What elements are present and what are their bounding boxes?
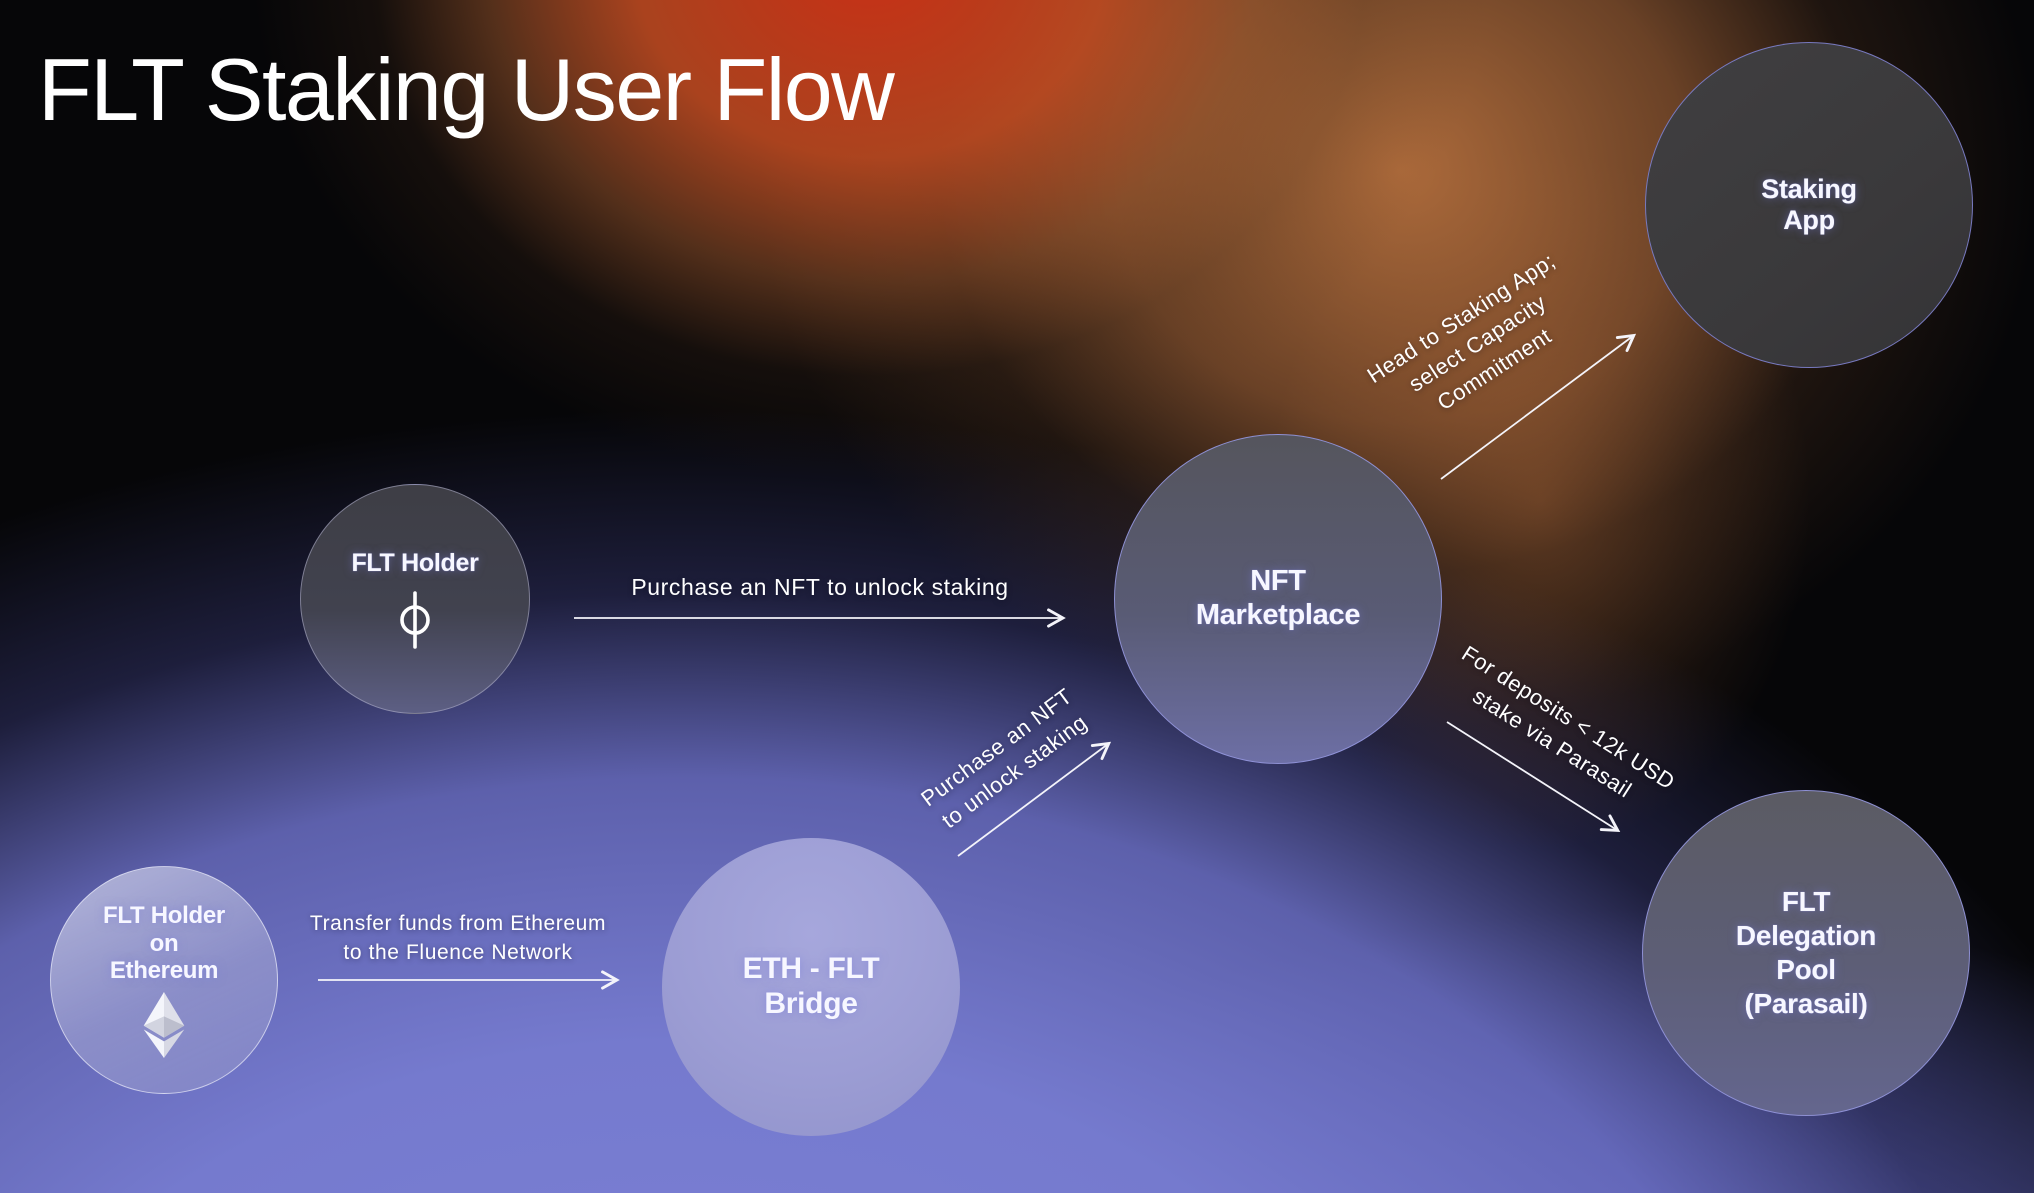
page-title: FLT Staking User Flow [38, 40, 895, 139]
node-flt-holder-label: FLT Holder [351, 549, 479, 577]
node-flt-holder-on-ethereum: FLT Holder on Ethereum [50, 866, 278, 1094]
node-flt-holder: FLT Holder [300, 484, 530, 714]
arrow-bridge-to-marketplace [957, 741, 1112, 857]
node-flt-delegation-pool-label: FLT Delegation Pool (Parasail) [1735, 885, 1877, 1020]
node-nft-marketplace: NFT Marketplace [1114, 434, 1442, 764]
edge-label-purchase-nft-horizontal: Purchase an NFT to unlock staking [631, 574, 1009, 601]
ethereum-icon [143, 992, 185, 1059]
node-flt-delegation-pool: FLT Delegation Pool (Parasail) [1642, 790, 1970, 1116]
edge-label-transfer-funds: Transfer funds from Ethereum to the Flue… [309, 912, 607, 964]
node-nft-marketplace-label: NFT Marketplace [1195, 565, 1361, 631]
node-eth-flt-bridge-label: ETH - FLT Bridge [742, 952, 880, 1020]
node-eth-flt-bridge: ETH - FLT Bridge [662, 838, 960, 1136]
node-staking-app-label: Staking App [1761, 173, 1857, 235]
node-flt-holder-on-ethereum-label: FLT Holder on Ethereum [103, 901, 225, 985]
arrow-marketplace-to-staking-app [1440, 333, 1637, 480]
fluence-token-icon [400, 591, 430, 649]
arrow-marketplace-to-delegation-pool [1446, 721, 1621, 833]
node-staking-app: Staking App [1645, 42, 1973, 368]
